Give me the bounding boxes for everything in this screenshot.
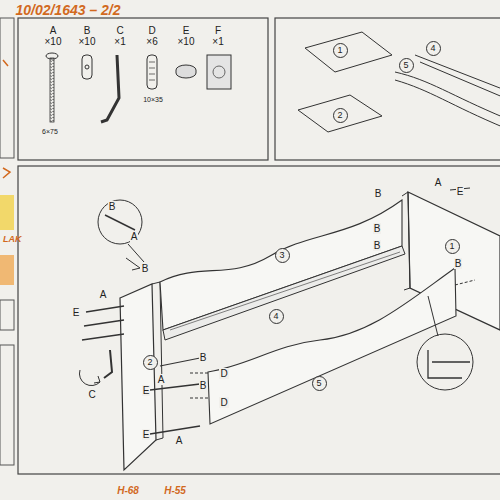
- callout-circle: 5: [399, 58, 414, 73]
- part-label: E: [182, 25, 191, 36]
- part-label: A: [99, 289, 108, 300]
- callout-circle: 4: [269, 309, 284, 324]
- callout-number: 1: [449, 242, 454, 251]
- part-label: A: [434, 177, 443, 188]
- part-label: C: [115, 25, 124, 36]
- callout-circle: 2: [143, 355, 158, 370]
- callout-number: 3: [279, 251, 284, 260]
- part-label: B: [373, 240, 382, 251]
- part-label: E: [456, 186, 465, 197]
- part-label: ×10: [78, 36, 97, 47]
- part-label: A: [175, 435, 184, 446]
- part-label: B: [373, 223, 382, 234]
- part-label: B: [374, 188, 383, 199]
- handwritten-note: 10/02/1643 – 2/2: [14, 3, 121, 18]
- part-label: A: [49, 25, 58, 36]
- callout-number: 2: [147, 358, 152, 367]
- callout-number: 5: [316, 379, 321, 388]
- part-label: D: [219, 368, 228, 379]
- part-label: B: [141, 263, 150, 274]
- part-label: ×10: [177, 36, 196, 47]
- part-label: E: [72, 307, 81, 318]
- part-label: E: [142, 385, 151, 396]
- part-label: E: [142, 429, 151, 440]
- callout-number: 4: [430, 44, 435, 53]
- part-label: D: [219, 397, 228, 408]
- callout-number: 4: [273, 312, 278, 321]
- handwritten-note: LAK: [2, 235, 23, 245]
- callout-circle: 5: [312, 376, 327, 391]
- callout-number: 5: [403, 61, 408, 70]
- callout-number: 2: [337, 111, 342, 120]
- part-label: 10×35: [142, 96, 164, 104]
- part-label: D: [147, 25, 156, 36]
- callout-circle: 3: [275, 248, 290, 263]
- part-label: B: [83, 25, 92, 36]
- handwritten-note: H-68: [116, 485, 140, 496]
- part-label: A: [157, 374, 166, 385]
- part-label: B: [454, 258, 463, 269]
- part-label: C: [87, 389, 96, 400]
- part-label: ×1: [211, 36, 224, 47]
- handwritten-note: H-55: [163, 485, 187, 496]
- callout-circle: 1: [445, 239, 460, 254]
- part-label: B: [108, 201, 117, 212]
- callout-circle: 4: [426, 41, 441, 56]
- callout-number: 1: [337, 46, 342, 55]
- part-label: 6×75: [41, 128, 59, 136]
- callout-circle: 1: [333, 43, 348, 58]
- part-label: F: [214, 25, 222, 36]
- callout-circle: 2: [333, 108, 348, 123]
- part-label: ×10: [44, 36, 63, 47]
- part-label: ×6: [145, 36, 158, 47]
- part-label: A: [130, 231, 139, 242]
- part-label: B: [199, 380, 208, 391]
- part-label: ×1: [113, 36, 126, 47]
- part-label: B: [199, 352, 208, 363]
